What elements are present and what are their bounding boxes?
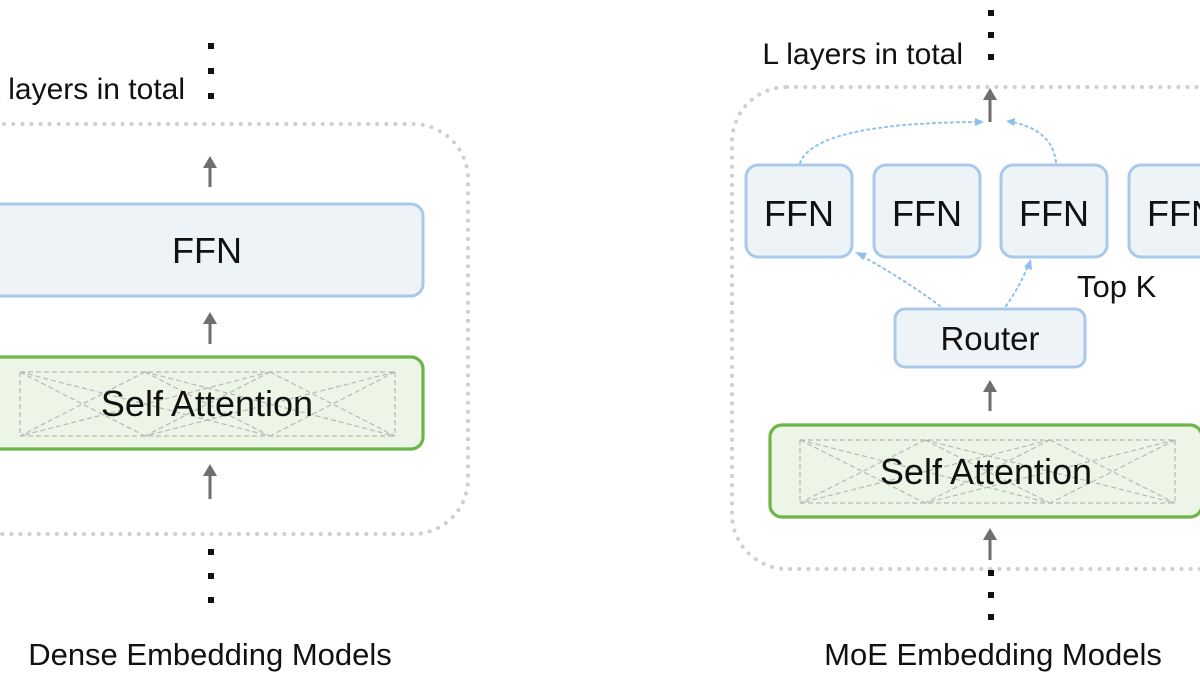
moe-expert-ffn-2: FFN [872, 163, 982, 259]
moe-model-panel: L layers in total FFN FFN FFN [730, 10, 1200, 672]
moe-router-label: Router [940, 320, 1039, 357]
moe-attention-block: Self Attention [768, 423, 1200, 519]
moe-router-block: Router [893, 307, 1087, 369]
moe-continuation-dots-bottom [988, 570, 994, 620]
moe-continuation-dots-top [988, 10, 994, 60]
moe-expert-3-label: FFN [1019, 193, 1089, 234]
moe-topk-label: Top K [1077, 269, 1157, 304]
dense-ffn-label: FFN [172, 230, 242, 271]
dense-caption: Dense Embedding Models [28, 637, 392, 672]
dense-middle-arrow [203, 312, 217, 344]
dense-output-arrow [203, 156, 217, 187]
dense-attention-lattice [19, 371, 396, 437]
dense-input-arrow [203, 464, 217, 499]
moe-output-arrow [983, 88, 997, 122]
dense-attention-label: Self Attention [101, 383, 313, 424]
moe-layers-label: L layers in total [762, 38, 963, 71]
dense-layers-label: L layers in total [0, 73, 185, 106]
moe-input-arrow [983, 528, 997, 560]
moe-router-dispatch-arrows [855, 252, 1032, 307]
dense-model-panel: L layers in total FFN [0, 43, 470, 672]
moe-caption: MoE Embedding Models [824, 637, 1162, 672]
dense-layer-group [0, 122, 470, 536]
dense-attention-block: Self Attention [0, 355, 425, 451]
moe-expert-ffn-3: FFN [999, 163, 1109, 259]
moe-expert-2-label: FFN [892, 193, 962, 234]
moe-expert-1-label: FFN [764, 193, 834, 234]
dense-ffn-block: FFN [0, 202, 425, 298]
moe-expert-merge-arrows [799, 118, 1057, 164]
moe-expert-ffn-1: FFN [744, 163, 854, 259]
dense-continuation-dots-bottom [208, 549, 214, 603]
moe-expert-4-label: FFN [1147, 193, 1200, 234]
dense-continuation-dots-top [208, 43, 214, 99]
moe-expert-ffn-4: FFN [1127, 163, 1200, 259]
moe-attention-label: Self Attention [880, 451, 1092, 492]
moe-middle-arrow [983, 380, 997, 411]
moe-attention-lattice [799, 439, 1176, 504]
